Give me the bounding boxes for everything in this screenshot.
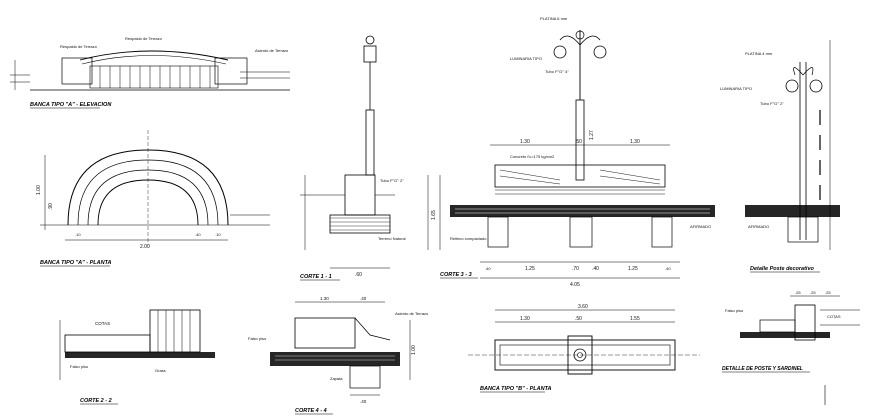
title-banca-a-planta: BANCA TIPO "A" - PLANTA — [40, 260, 112, 266]
corte-1-1: .60 Tubo F°G° 2" Terreno Natural CORTE 1… — [300, 35, 406, 281]
note-tubo-detail: Tubo F°G° 2" — [760, 101, 784, 106]
title-corte-2-2: CORTE 2 - 2 — [80, 398, 112, 404]
dim-plan-right: .10 — [215, 232, 221, 237]
dim-corte11-w: .60 — [355, 272, 362, 278]
note-falso-piso-sardinel: Falso piso — [725, 308, 744, 313]
dim-c22-total: 4.05 — [570, 282, 580, 288]
dim-plan-h2: .90 — [48, 203, 54, 210]
note-platina2: PLATINA 4 mm — [745, 51, 773, 56]
banca-a-plan: 1.00 .90 2.00 .10 .40 .10 BANCA TIPO "A"… — [36, 130, 270, 267]
note-cotas-sardinel: COTAS — [827, 314, 841, 319]
dim-bancab-part-3: 1.55 — [630, 316, 640, 322]
dim-c44-bottom: .40 — [360, 399, 367, 404]
note-luminaria: LUMINARIA TIPO — [510, 56, 542, 61]
detalle-poste: PLATINA 4 mm LUMINARIA TIPO Tubo F°G° 2"… — [720, 40, 840, 273]
note-afirmado-detail: AFIRMADO — [748, 224, 769, 229]
dim-bancab-part-1: 1.30 — [520, 316, 530, 322]
dim-sard-1: .25 — [795, 290, 801, 295]
note-tubo: Tubo F°G° 4" — [545, 69, 569, 74]
note-respaldo-top: Respaldo de Terrazo — [125, 36, 163, 41]
dim-c22-edge-4: .40 — [665, 266, 671, 271]
dim-sard-2: .25 — [810, 290, 816, 295]
title-corte-4-4: CORTE 4 - 4 — [295, 408, 327, 414]
corte-4-4: 1.30 .40 1.00 .40 Falso piso Zapata Asie… — [248, 296, 429, 415]
dim-c22-part-4: 1.25 — [628, 266, 638, 272]
note-asiento-c44: Asiento de Terrazo — [395, 311, 429, 316]
corte-3-3: 1.30 .50 1.30 1.65 1.27 .40 1.25 .70 .40… — [427, 16, 715, 288]
note-grass: Grass — [155, 368, 166, 373]
dim-c22-top-3: 1.30 — [630, 139, 640, 145]
dim-c22-top-1: 1.30 — [520, 139, 530, 145]
note-afirmado: AFIRMADO — [690, 224, 711, 229]
dim-c22-part-2: .70 — [572, 266, 579, 272]
note-falso-piso: Falso piso — [70, 364, 89, 369]
note-zapata: Zapata — [330, 376, 343, 381]
note-tubo-corte11: Tubo F°G° 2" — [380, 178, 404, 183]
dim-plan-h1: 1.00 — [36, 185, 42, 195]
note-respaldo: Respaldo de Terrazo — [60, 44, 98, 49]
dim-plan-left: .10 — [75, 232, 81, 237]
dim-c22-top-2: .50 — [575, 139, 582, 145]
note-asiento: Asiento de Terrazo — [255, 48, 289, 53]
note-cotas: COTAS — [95, 321, 110, 326]
dim-c44-top-1: 1.30 — [320, 296, 329, 301]
dim-c22-part-3: .40 — [592, 266, 599, 272]
title-corte-3-3: CORTE 3 - 3 — [440, 272, 472, 278]
note-falso-piso-c44: Falso piso — [248, 336, 267, 341]
dim-sard-3: .25 — [825, 290, 831, 295]
dim-c22-edge-1: .40 — [485, 266, 491, 271]
dim-c22-h2: 1.27 — [589, 130, 595, 140]
dim-bancab-total: 3.60 — [578, 304, 588, 310]
dim-c44-top-2: .40 — [360, 296, 367, 301]
title-corte-1-1: CORTE 1 - 1 — [300, 274, 332, 280]
title-banca-b-planta: BANCA TIPO "B" - PLANTA — [480, 386, 552, 392]
note-luminaria-detail: LUMINARIA TIPO — [720, 86, 752, 91]
note-terreno-corte11: Terreno Natural — [378, 236, 406, 241]
note-relleno: Relleno compactado — [450, 236, 487, 241]
dim-c22-part-1: 1.25 — [525, 266, 535, 272]
title-detalle-poste: Detalle Poste decorativo — [750, 266, 815, 272]
corte-2-2: COTAS Grass Falso piso CORTE 2 - 2 — [59, 309, 215, 405]
dim-bancab-part-2: .50 — [575, 316, 582, 322]
dim-plan-mid: .40 — [195, 232, 201, 237]
dim-c22-h: 1.65 — [431, 210, 437, 220]
dim-c44-h: 1.00 — [411, 345, 417, 355]
detalle-sardinel: .25 .25 .25 COTAS Falso piso DETALLE DE … — [722, 290, 860, 405]
title-banca-a-elevacion: BANCA TIPO "A" - ELEVACION — [30, 102, 112, 108]
dim-plan-total: 2.00 — [140, 244, 150, 250]
note-concreto: Concreto f'c=175 kg/cm2 — [510, 154, 555, 159]
banca-a-elevation: Respaldo de Terrazo Respaldo de Terrazo … — [10, 36, 290, 109]
note-platina: PLATINA 6 mm — [540, 16, 568, 21]
banca-b-plan: 3.60 1.30 .50 1.55 BANCA TIPO "B" - PLAN… — [468, 304, 700, 393]
title-detalle-sardinel: DETALLE DE POSTE Y SARDINEL — [722, 366, 803, 372]
